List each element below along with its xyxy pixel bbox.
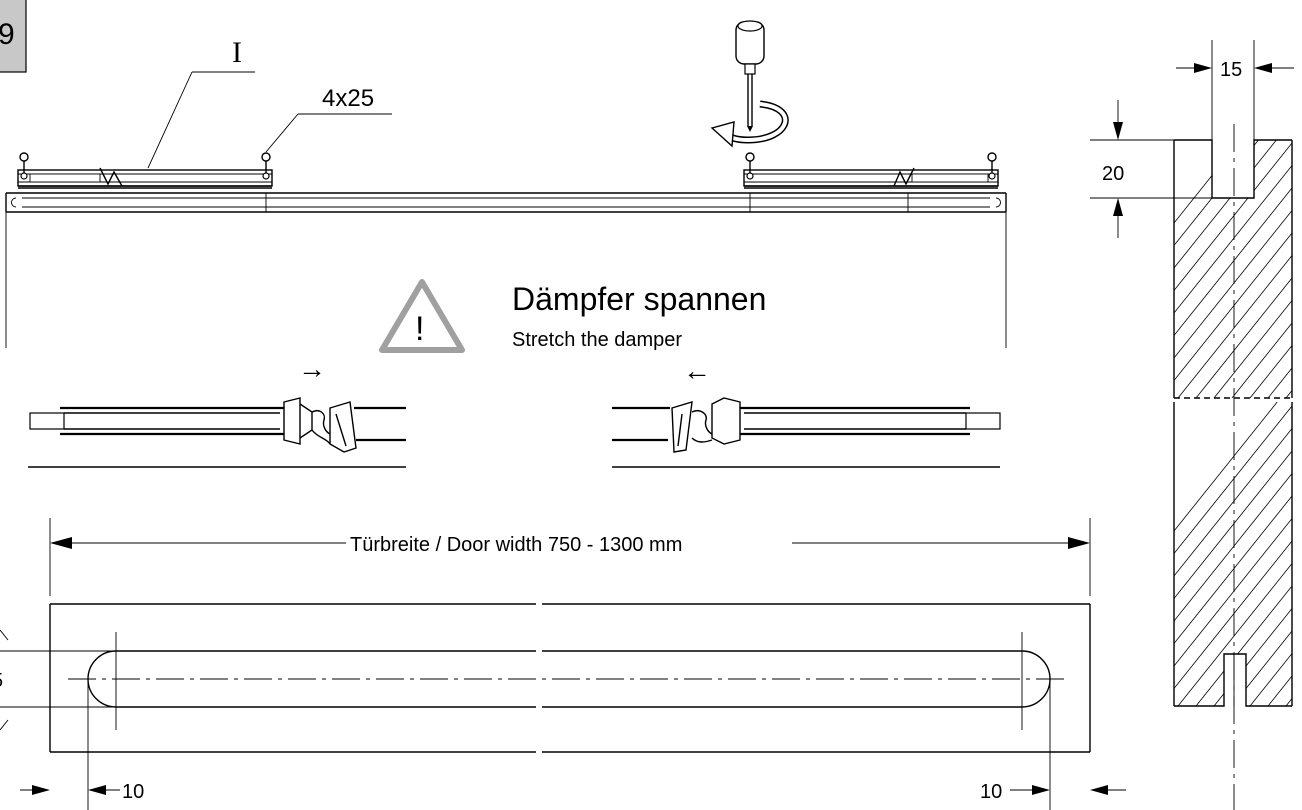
right-damper-detail — [612, 397, 1001, 468]
slot-height-label: 5 — [0, 670, 3, 692]
hatch-line — [1249, 140, 1292, 398]
screw-icon-left-2 — [261, 152, 271, 180]
screw-icon-right-2 — [987, 152, 997, 180]
hatch-line — [1174, 402, 1292, 706]
hatch-line — [1174, 402, 1292, 706]
groove-width-label: 15 — [1220, 59, 1242, 81]
left-damper-detail — [28, 397, 406, 468]
screw-label: 4x25 — [322, 85, 374, 112]
right-damper-assembly — [743, 167, 999, 189]
detail-label: I — [232, 36, 242, 69]
hatch-line — [1174, 402, 1292, 706]
hatch-line — [1174, 402, 1278, 706]
arrow-right-icon: → — [298, 353, 326, 384]
hatch-line — [1267, 140, 1292, 398]
step-badge: 9 — [0, 0, 27, 73]
milling-template — [49, 603, 1091, 753]
groove-depth-label: 20 — [1102, 163, 1124, 185]
hatch-line — [1174, 140, 1241, 398]
hatch-line — [1285, 402, 1292, 706]
right-offset-dimension: 10 — [980, 679, 1126, 810]
hatch-line — [1177, 140, 1292, 398]
right-offset-label: 10 — [980, 781, 1002, 803]
door-cross-section — [1173, 40, 1293, 810]
slot-height-dimension: 5 — [0, 629, 116, 731]
warning-symbol: ! — [415, 310, 424, 348]
hatch-line — [1174, 402, 1292, 706]
hatch-line — [1195, 140, 1292, 398]
hatch-line — [1213, 402, 1292, 706]
detail-label-callout: I — [147, 36, 255, 169]
hatch-line — [1174, 140, 1292, 398]
hatch-line — [1174, 402, 1292, 706]
top-rail — [5, 192, 1007, 213]
hatch-line — [1267, 402, 1292, 706]
screw-icon-right-1 — [745, 152, 755, 180]
warning-icon: ! — [379, 279, 465, 353]
rotate-arrow-icon — [710, 100, 789, 148]
left-damper-assembly — [17, 167, 273, 189]
hatch-line — [1177, 402, 1292, 706]
hatch-line — [1174, 140, 1292, 398]
warning-title: Dämpfer spannen — [512, 281, 766, 317]
hatch-line — [1174, 402, 1292, 706]
left-offset-label: 10 — [122, 781, 144, 803]
hatch-line — [1213, 140, 1292, 398]
door-width-dimension: Türbreite / Door width 750 - 1300 mm — [49, 518, 1091, 596]
hatch-line — [1231, 140, 1292, 398]
door-panel — [5, 212, 1007, 348]
hatch-line — [1249, 402, 1292, 706]
groove-width-dimension: 15 — [1176, 59, 1294, 81]
screw-label-callout: 4x25 — [265, 85, 392, 153]
hatch-line — [1285, 140, 1292, 398]
hatch-line — [1174, 402, 1292, 706]
hatch-line — [1174, 140, 1292, 398]
hatch-line — [1231, 402, 1292, 706]
arrow-left-icon: ← — [683, 355, 711, 386]
step-number: 9 — [0, 18, 15, 51]
screw-icon-left-1 — [19, 152, 29, 180]
groove-depth-dimension: 20 — [1090, 100, 1212, 238]
warning-subtitle: Stretch the damper — [512, 329, 682, 351]
left-offset-dimension: 10 — [20, 679, 144, 810]
door-width-label: Türbreite / Door width 750 - 1300 mm — [350, 534, 682, 556]
screwdriver-icon — [735, 20, 765, 132]
hatch-line — [1174, 140, 1292, 398]
hatch-line — [1174, 140, 1292, 398]
